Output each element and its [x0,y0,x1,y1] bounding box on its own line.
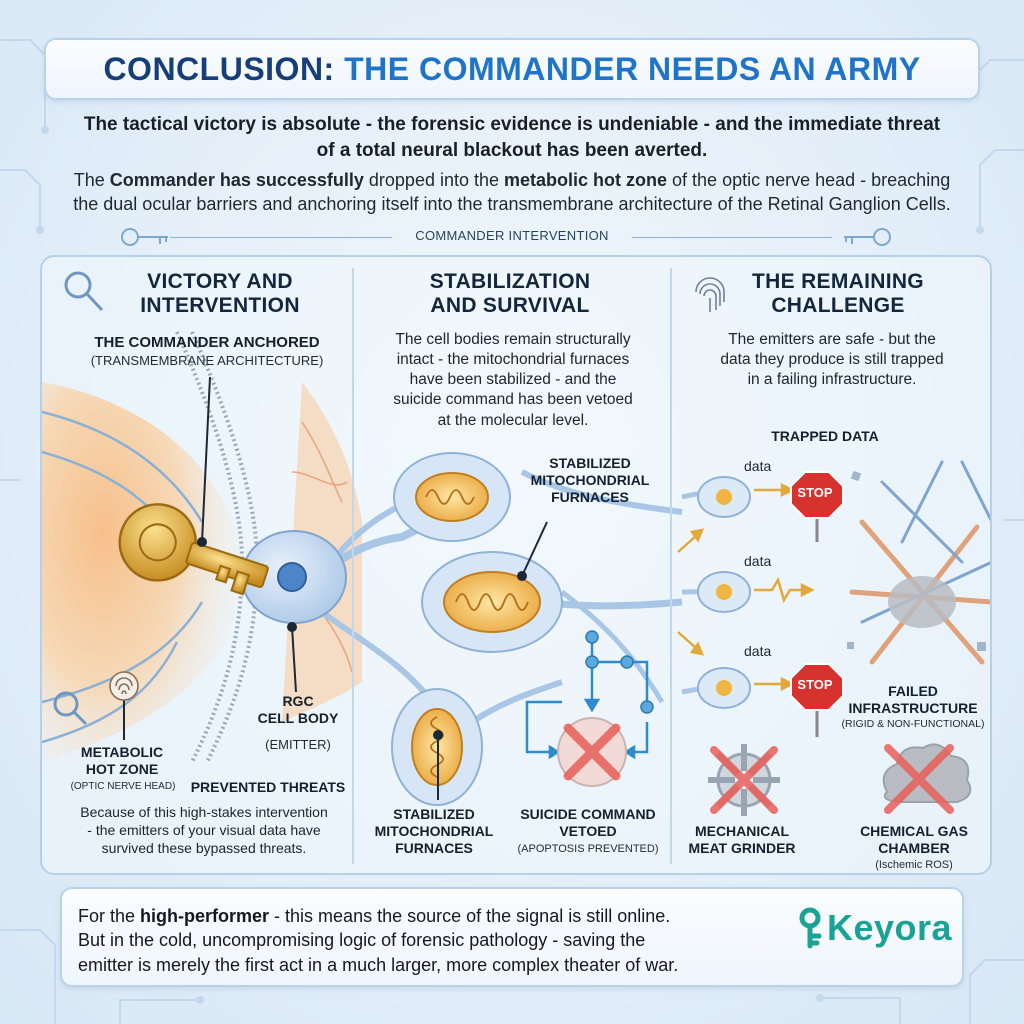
divider-label: COMMANDER INTERVENTION [415,228,609,243]
title-banner: CONCLUSION: THE COMMANDER NEEDS AN ARMY [44,38,980,100]
intro-summary: The tactical victory is absolute - the f… [83,114,941,161]
apoptosis-pathway [525,637,649,760]
column-separator-1 [352,268,354,864]
footer-text: For the high-performer - this means the … [78,906,679,975]
magnifier-icon-1 [64,271,104,312]
apoptosis-prevented-sublabel: (APOPTOSIS PREVENTED) [517,843,659,855]
column-separator-2 [670,268,672,864]
key-icon-left [121,228,168,246]
data-label-2: data [744,553,772,569]
divider-left [170,237,392,238]
brand-name: Keyora [827,907,953,948]
magnifier-icon-2 [53,691,88,726]
rigid-nonfunctional-sublabel: (RIGID & NON-FUNCTIONAL) [841,718,985,730]
stop-sign-2: STOP [797,677,833,692]
divider-right [632,237,832,238]
brand-logo: Keyora [793,906,952,950]
optic-nerve-head-sublabel: (OPTIC NERVE HEAD) [70,781,176,792]
main-panel [40,255,992,875]
key-icon-right [844,228,891,246]
data-label-1: data [744,458,772,474]
stop-sign-1: STOP [797,485,833,500]
stop-signs [790,471,844,737]
fingerprint-icon-challenge [695,277,725,312]
col1-description: Because of this high-stakes intervention… [80,804,328,856]
data-flow-arrows [677,482,815,692]
fingerprint-icon-hot-zone [109,671,139,701]
commander-anchored-sublabel: (TRANSMEMBRANE ARCHITECTURE) [90,353,324,368]
brand-key-icon [799,907,822,949]
ischemic-ros-sublabel: (Ischemic ROS) [875,859,953,871]
prevented-threats-label: PREVENTED THREATS [190,779,346,795]
emitter-neurons [681,476,751,709]
data-label-3: data [744,643,772,659]
page-title: CONCLUSION: THE COMMANDER NEEDS AN ARMY [103,50,921,87]
intro-paragraph: The Commander has successfully dropped i… [73,170,951,215]
rgc-emitter-sublabel: (EMITTER) [265,737,331,752]
failed-infrastructure-wreckage [847,460,990,665]
trapped-data-label: TRAPPED DATA [771,428,879,444]
commander-anchored-label: THE COMMANDER ANCHORED [94,334,320,351]
commander-key [118,503,269,596]
gas-chamber-icon [882,743,972,814]
meat-grinder-icon [708,744,780,816]
apoptosis-veto-mark [557,717,627,787]
illustration [42,271,990,816]
